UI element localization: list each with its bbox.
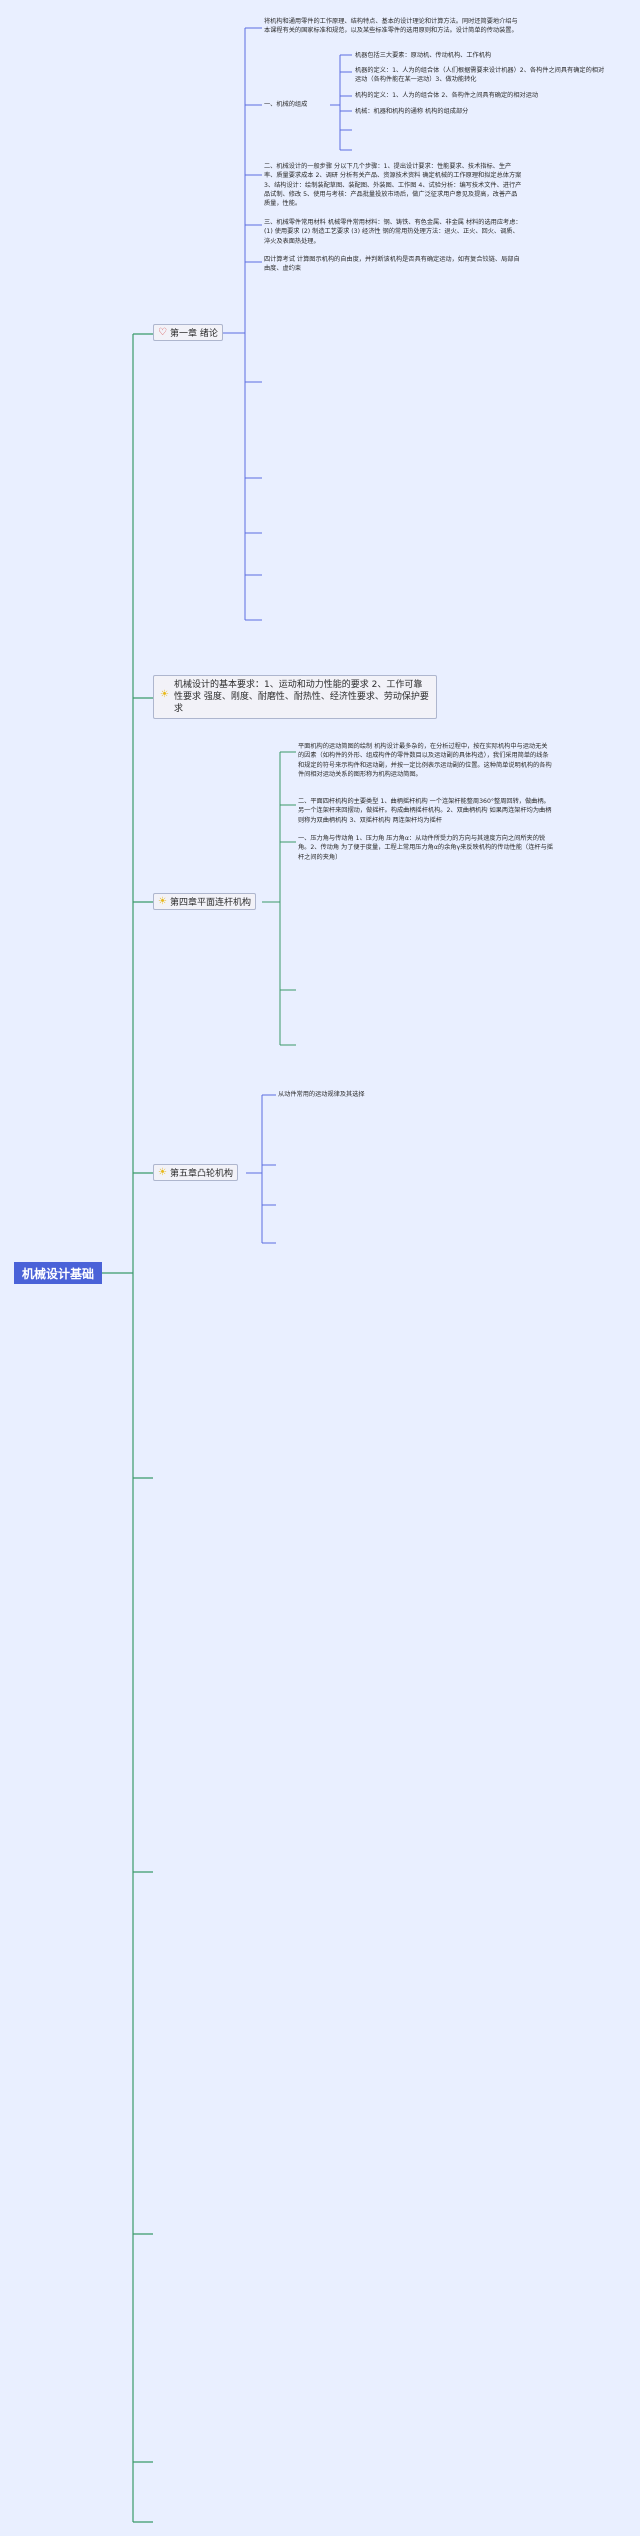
- section1-label[interactable]: 一、机械的组成: [264, 101, 308, 108]
- section3-text: 三、机械零件常用材料 机械零件常用材料：钢、铸铁、有色金属、非金属 材料的选用应…: [264, 219, 522, 245]
- section4-text: 四计算考试 计算图示机构的自由度，并判断该机构是否具有确定运动，如有复合铰链、局…: [264, 256, 520, 273]
- root-label: 机械设计基础: [21, 1266, 94, 1281]
- chapter5-item: 从动件常用的运动规律及其选择: [278, 1091, 365, 1098]
- design-requirements-node[interactable]: ☀ 机械设计的基本要求：1、运动和动力性能的要求 2、工作可靠性要求 强度、刚度…: [153, 675, 437, 719]
- root-node[interactable]: 机械设计基础: [14, 1262, 102, 1284]
- star-icon: ☀: [158, 1167, 167, 1178]
- section2-text: 二、机械设计的一般步骤 分以下几个步骤：1、提出设计要求：性能要求、技术指标、生…: [264, 163, 522, 208]
- design-requirements-label: 机械设计的基本要求：1、运动和动力性能的要求 2、工作可靠性要求 强度、刚度、耐…: [174, 680, 429, 714]
- section1-item: 机构的定义：1、人为的组合体 2、各构件之间具有确定的相对运动: [355, 92, 539, 99]
- chapter1-label: 第一章 绪论: [169, 329, 218, 339]
- chapter4-item: 二、平面四杆机构的主要类型 1、曲柄摇杆机构 一个连架杆能整周360°整周回转，…: [298, 798, 552, 824]
- section1-item: 机器的定义：1、人为的组合体（人们根据需要来设计机器）2、各构件之间具有确定的相…: [355, 67, 605, 84]
- chapter5-label: 第五章凸轮机构: [169, 1169, 233, 1179]
- chapter1-node[interactable]: ♡ 第一章 绪论: [153, 324, 223, 341]
- chapter4-item: 一、压力角与传动角 1、压力角 压力角α：从动件所受力的方向与其速度方向之间所夹…: [298, 835, 553, 861]
- chapter1-intro: 将机构和通用零件的工作原理、结构特点、基本的设计理论和计算方法。同时还简要地介绍…: [264, 18, 518, 35]
- chapter4-item: 平面机构的运动简图的绘制 机构设计最多杂的，在分析过程中，按在实际机构中与运动无…: [298, 743, 552, 778]
- section1-item: 机械：机器和机构的通称 机构的组成部分: [355, 108, 469, 115]
- star-icon: ☀: [160, 689, 169, 700]
- heart-icon: ♡: [158, 327, 167, 338]
- chapter4-label: 第四章平面连杆机构: [169, 898, 251, 908]
- star-icon: ☀: [158, 896, 167, 907]
- chapter4-node[interactable]: ☀ 第四章平面连杆机构: [153, 893, 256, 910]
- chapter5-node[interactable]: ☀ 第五章凸轮机构: [153, 1164, 238, 1181]
- section1-item: 机器包括三大要素：原动机、传动机构、工作机构: [355, 52, 492, 59]
